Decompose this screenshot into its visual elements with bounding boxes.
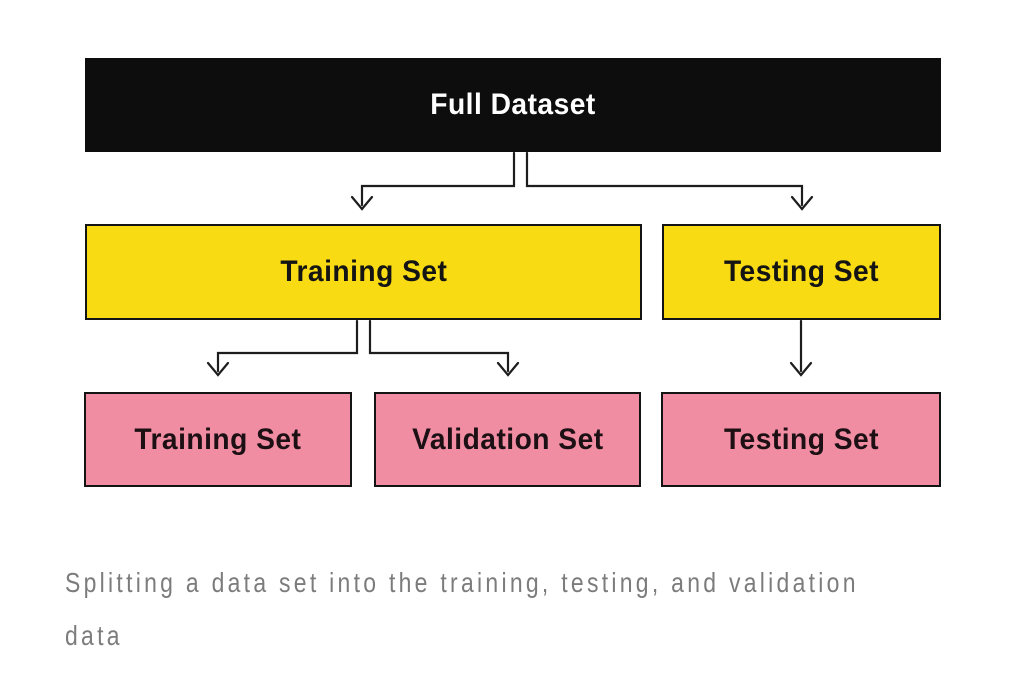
edge-full-to-training xyxy=(360,151,516,207)
node-training-set-final-label: Training Set xyxy=(134,422,302,456)
node-testing-set-final: Testing Set xyxy=(661,392,941,487)
node-full-dataset-label: Full Dataset xyxy=(430,88,596,121)
caption: Splitting a data set into the training, … xyxy=(65,556,859,662)
arrowhead-training-to-validation xyxy=(496,361,520,377)
edge-full-to-testing xyxy=(525,151,804,207)
node-testing-set: Testing Set xyxy=(662,224,941,320)
node-testing-set-label: Testing Set xyxy=(723,255,880,288)
arrowhead-full-to-testing xyxy=(790,195,814,211)
node-training-set-label: Training Set xyxy=(279,255,448,288)
node-full-dataset: Full Dataset xyxy=(85,58,941,152)
arrowhead-testing-to-testingfinal xyxy=(789,361,813,377)
node-testing-set-final-label: Testing Set xyxy=(723,422,879,456)
node-validation-set: Validation Set xyxy=(374,392,641,487)
caption-line-1: Splitting a data set into the training, … xyxy=(65,567,859,598)
node-training-set-final: Training Set xyxy=(84,392,352,487)
arrowhead-full-to-training xyxy=(350,195,374,211)
arrowhead-training-to-trainingfinal xyxy=(206,361,230,377)
node-validation-set-label: Validation Set xyxy=(411,422,604,456)
edge-training-to-validation xyxy=(368,319,510,373)
edge-training-to-trainingfinal xyxy=(216,319,359,373)
caption-line-2: data xyxy=(65,620,123,651)
node-training-set: Training Set xyxy=(85,224,642,320)
